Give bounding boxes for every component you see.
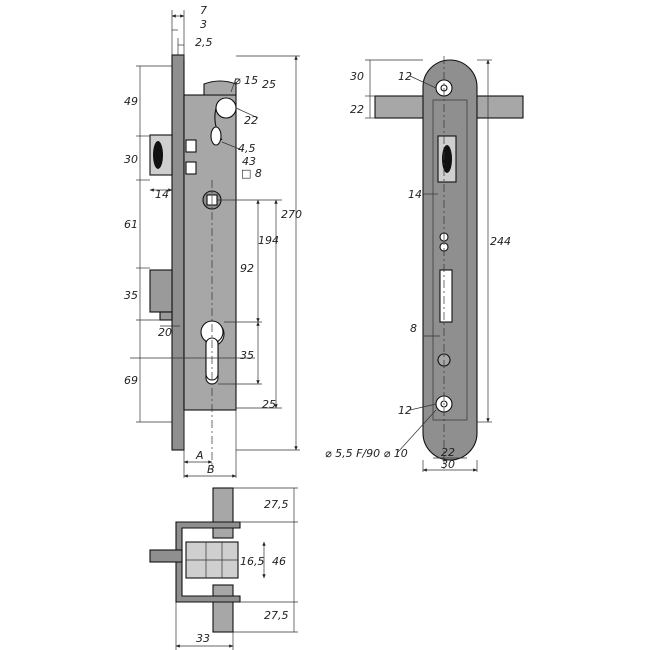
dim-25-bottom: 25	[262, 398, 276, 411]
dim-side-30: 30	[350, 70, 364, 83]
dim-27-5-top: 27,5	[264, 498, 289, 511]
dim-side-30-bot: 30	[441, 458, 455, 471]
faceplate	[171, 54, 185, 451]
case-top-tab	[203, 80, 237, 96]
strike-plate-inner	[432, 99, 468, 421]
latch-bolt-slot	[153, 141, 163, 169]
dim-16-5: 16,5	[240, 555, 265, 568]
dim-61: 61	[124, 218, 138, 231]
side-view: 30 22 12 14 244 8 12 ⌀ 5,5 F/90 ⌀ 10 22 …	[325, 56, 524, 472]
dim-27-5-bottom: 27,5	[264, 609, 289, 622]
dim-7: 7	[200, 4, 207, 17]
spindle-bottom	[212, 584, 234, 633]
strike-plate	[422, 59, 478, 461]
dim-92: 92	[240, 262, 254, 275]
dim-22: 22	[244, 114, 258, 127]
square-window-2	[185, 161, 197, 175]
dim-3: 3	[200, 18, 207, 31]
dim-25-top: 25	[262, 78, 276, 91]
top-view: 27,5 16,5 46 27,5 33	[149, 487, 298, 650]
dim-a: A	[195, 449, 204, 462]
dim-194: 194	[258, 234, 279, 247]
dim-69: 69	[124, 374, 138, 387]
dim-side-12-top: 12	[398, 70, 412, 83]
case-section	[175, 521, 241, 603]
spindle-top	[212, 487, 234, 539]
dim-30-left: 30	[124, 153, 138, 166]
dim-side-14: 14	[408, 188, 422, 201]
dim-o15: ⌀ 15	[234, 74, 258, 87]
dim-b: B	[207, 463, 215, 476]
deadbolt-opening	[439, 269, 453, 323]
square-window-1	[185, 139, 197, 153]
dim-270: 270	[281, 208, 302, 221]
dim-35-left: 35	[124, 289, 138, 302]
hole-note: ⌀ 5,5 F/90 ⌀ 10	[325, 447, 408, 460]
spindle-ring	[215, 97, 237, 119]
dim-244: 244	[490, 235, 511, 248]
dim-2-5: 2,5	[195, 36, 213, 49]
leader-hole-note	[397, 409, 437, 453]
dim-49: 49	[124, 95, 138, 108]
leader-side-12-top	[409, 75, 437, 89]
dim-side-22: 22	[350, 103, 364, 116]
dim-46: 46	[272, 555, 286, 568]
dim-43: 43	[242, 155, 256, 168]
leader-o15	[230, 77, 237, 93]
dim-sq8: □ 8	[241, 167, 262, 180]
leader-4-5	[221, 141, 243, 151]
dim-side-22-bot: 22	[441, 446, 455, 459]
dim-20: 20	[158, 326, 172, 339]
latch-opening-slot	[442, 145, 452, 173]
front-view: 7 3 2,5 49 30 61 35 69 14 20 ⌀ 15 25 22 …	[124, 4, 302, 478]
dim-side-12-bot: 12	[398, 404, 412, 417]
dead-bolt-step	[159, 311, 173, 321]
dim-33: 33	[196, 632, 210, 645]
leader-22	[235, 107, 259, 119]
dead-bolt	[149, 269, 173, 313]
dim-4-5: 4,5	[238, 142, 256, 155]
bolt-section	[149, 549, 183, 563]
dim-14-left: 14	[155, 188, 169, 201]
leader-side-12-bot	[409, 403, 437, 411]
dim-side-8: 8	[410, 322, 417, 335]
dim-35-right: 35	[240, 349, 254, 362]
oval-slot	[210, 126, 222, 146]
